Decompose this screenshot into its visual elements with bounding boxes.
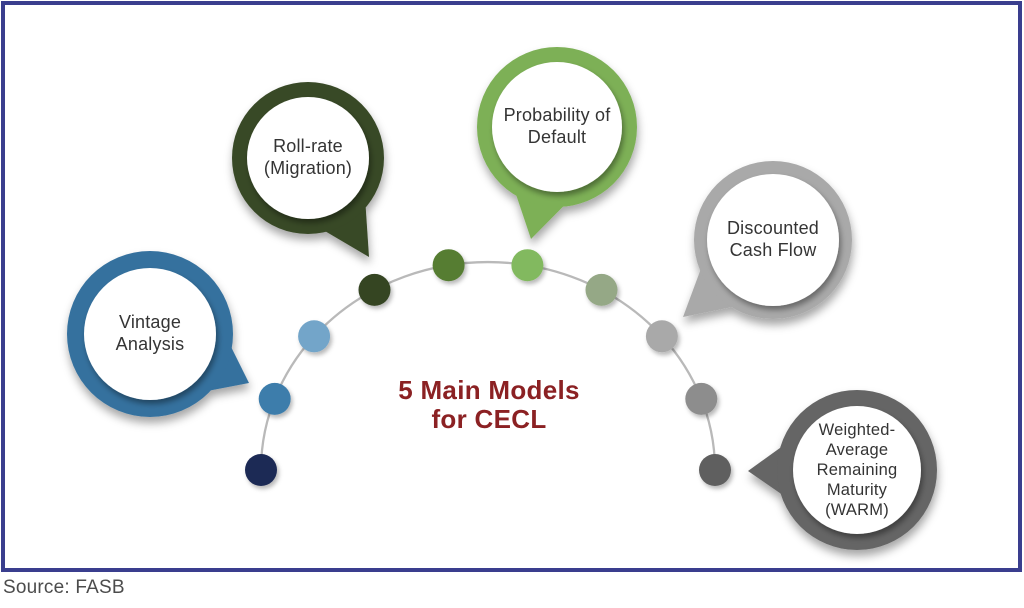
arc-dot-7 [585, 273, 618, 306]
arc-dot-6 [511, 249, 544, 282]
bubble-vintage-analysis-inner-circle [84, 268, 216, 400]
bubble-label-vintage-analysis: Vintage Analysis [115, 312, 185, 354]
arc-dot-3 [298, 320, 331, 353]
bubble-label-roll-rate-migration: Roll-rate (Migration) [263, 136, 353, 178]
bubble-probability-of-default-inner-circle [492, 62, 622, 192]
arc-dot-1 [245, 454, 277, 486]
arc-dot-4 [358, 273, 391, 306]
arc-dot-5 [432, 249, 465, 282]
title-line-1: 5 Main Models [398, 375, 580, 405]
bubble-roll-rate-migration-inner-circle [247, 97, 369, 219]
bubble-label-weighted-average-remaining-maturity-warm: Weighted-Average Remaining Maturity (WAR… [816, 420, 898, 520]
bubble-label-discounted-cash-flow: Discounted Cash Flow [726, 218, 820, 260]
title-line-2: for CECL [431, 403, 547, 434]
arc-dot-10 [699, 454, 731, 486]
arc-dot-9 [685, 382, 718, 415]
bubble-discounted-cash-flow-inner-circle [707, 174, 839, 306]
diagram-title: 5 Main Models for CECL [340, 376, 638, 433]
arc-dot-2 [258, 382, 291, 415]
source-caption: Source: FASB [3, 577, 125, 598]
bubble-weighted-average-remaining-maturity-warm-inner-circle [793, 406, 921, 534]
bubble-label-probability-of-default: Probability of Default [503, 105, 611, 147]
arc-line [259, 260, 717, 471]
arc-dot-8 [645, 320, 678, 353]
